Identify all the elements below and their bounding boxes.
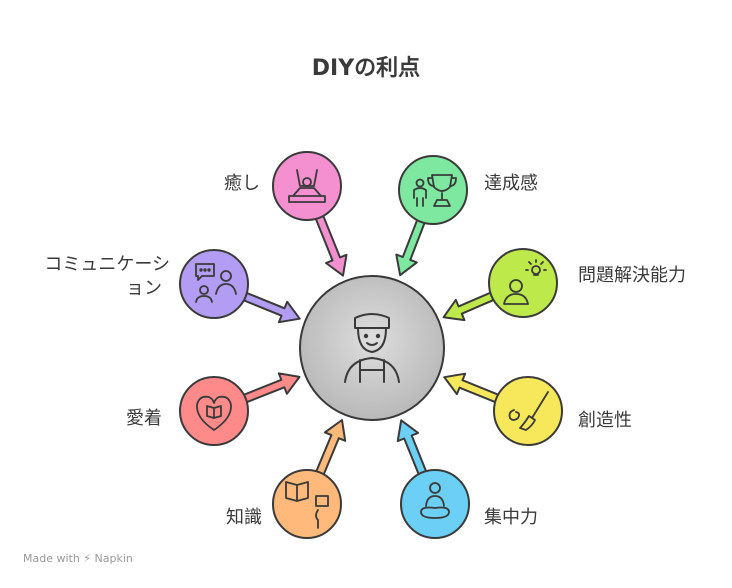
label-communication: コミュニケーシ ョン [16,253,170,301]
label-sozo: 創造性 [578,410,632,431]
node-sozo [493,376,563,446]
node-iyashi [272,151,342,221]
arrow-communication [237,289,301,324]
node-chishiki [272,469,342,539]
meditation-icon [420,482,450,519]
chat-people-icon [195,263,237,303]
paintbrush-icon [508,391,549,431]
arrow-iyashi [312,209,348,277]
arrow-sozo [443,372,505,406]
center-node [299,275,445,421]
arrow-aichaku [237,372,301,406]
arrow-tassei [395,213,428,277]
trophy-icon [413,174,457,207]
relaxation-icon [288,169,326,203]
node-tassei [398,155,468,225]
arrow-shuchu [396,419,430,481]
label-iyashi: 癒し [224,173,260,194]
footer-credit: Made with ⚡ Napkin [23,552,133,565]
node-mondai [488,248,558,318]
node-communication [179,249,249,319]
diy-worker-icon [344,313,400,383]
label-tassei: 達成感 [484,173,538,194]
book-head-icon [285,481,329,529]
idea-person-icon [503,259,547,305]
label-communication-line2: ョン [126,278,162,299]
arrow-chishiki [313,419,347,481]
page-title: DIYの利点 [311,56,421,81]
node-aichaku [179,376,249,446]
label-shuchu: 集中力 [484,507,538,528]
heart-icon [196,395,232,431]
label-aichaku: 愛着 [126,408,162,429]
label-chishiki: 知識 [226,507,262,528]
label-communication-line1: コミュニケーシ [44,254,170,275]
label-mondai: 問題解決能力 [578,265,686,286]
node-shuchu [400,469,470,539]
